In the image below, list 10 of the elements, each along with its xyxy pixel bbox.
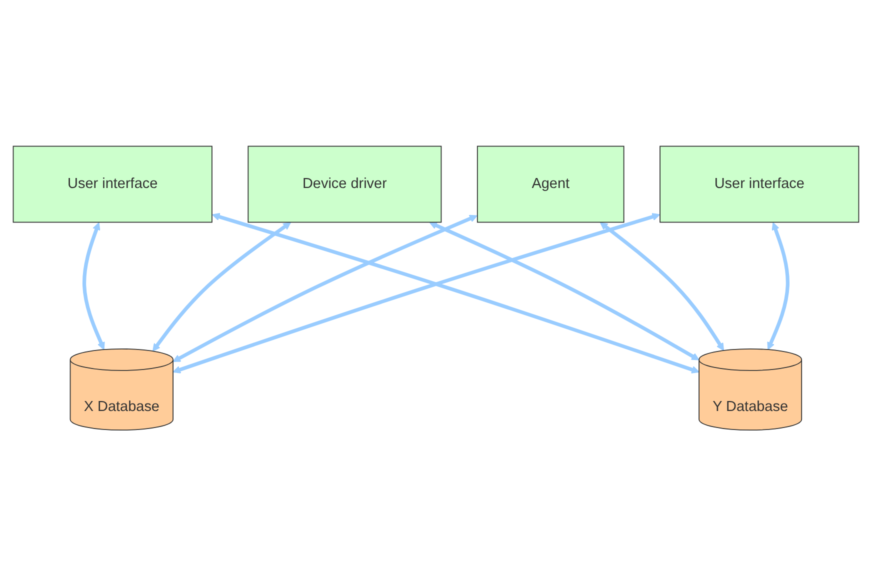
arrow (429, 222, 700, 360)
arrow (172, 214, 478, 362)
arrow (152, 222, 292, 352)
arrow (82, 222, 105, 350)
arrow (767, 222, 790, 350)
node-box: Agent (476, 146, 624, 223)
node-box: Device driver (248, 146, 442, 223)
node-box: User interface (12, 146, 212, 223)
node-box: User interface (660, 146, 860, 223)
arrow (600, 222, 724, 351)
